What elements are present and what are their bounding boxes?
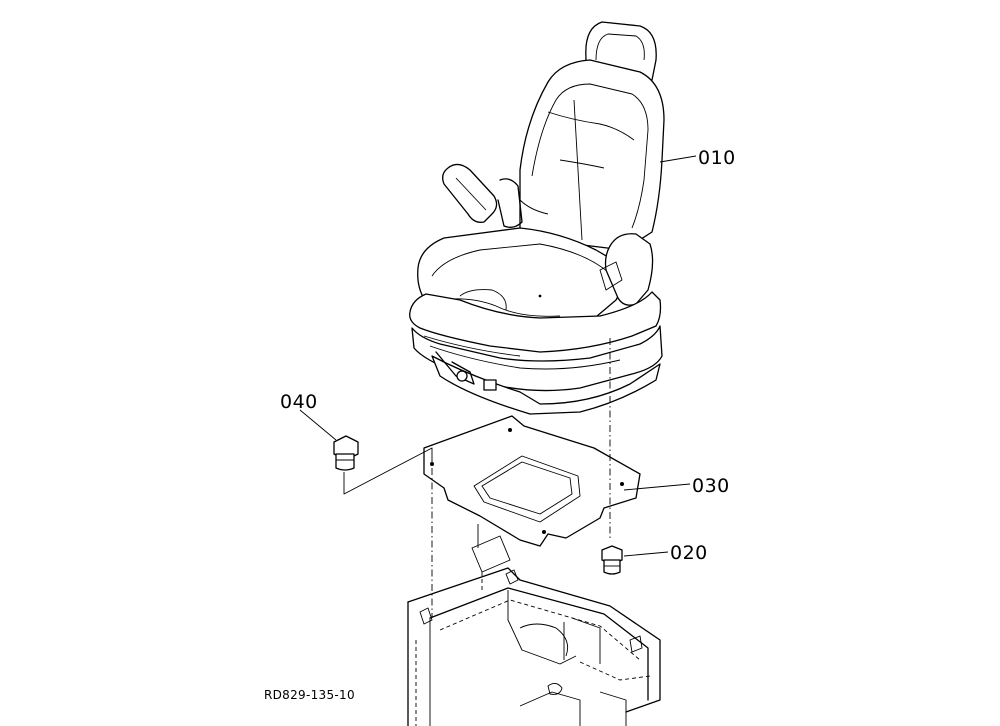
operator-seat [409,21,665,415]
bolt-040 [333,435,359,471]
callout-label-020: 020 [670,542,708,564]
callout-040: 040 [280,391,337,441]
callout-label-030: 030 [692,475,730,497]
bolt-020 [601,545,623,575]
drawing-code: RD829-135-10 [264,688,355,702]
callout-020: 020 [623,542,708,564]
frame-structure [407,524,661,726]
callout-010: 010 [659,147,736,169]
callout-label-010: 010 [698,147,736,169]
seat-mounting-plate [423,415,641,547]
callout-label-040: 040 [280,391,318,413]
callout-030: 030 [623,475,730,497]
assembly-line-040 [343,447,433,495]
